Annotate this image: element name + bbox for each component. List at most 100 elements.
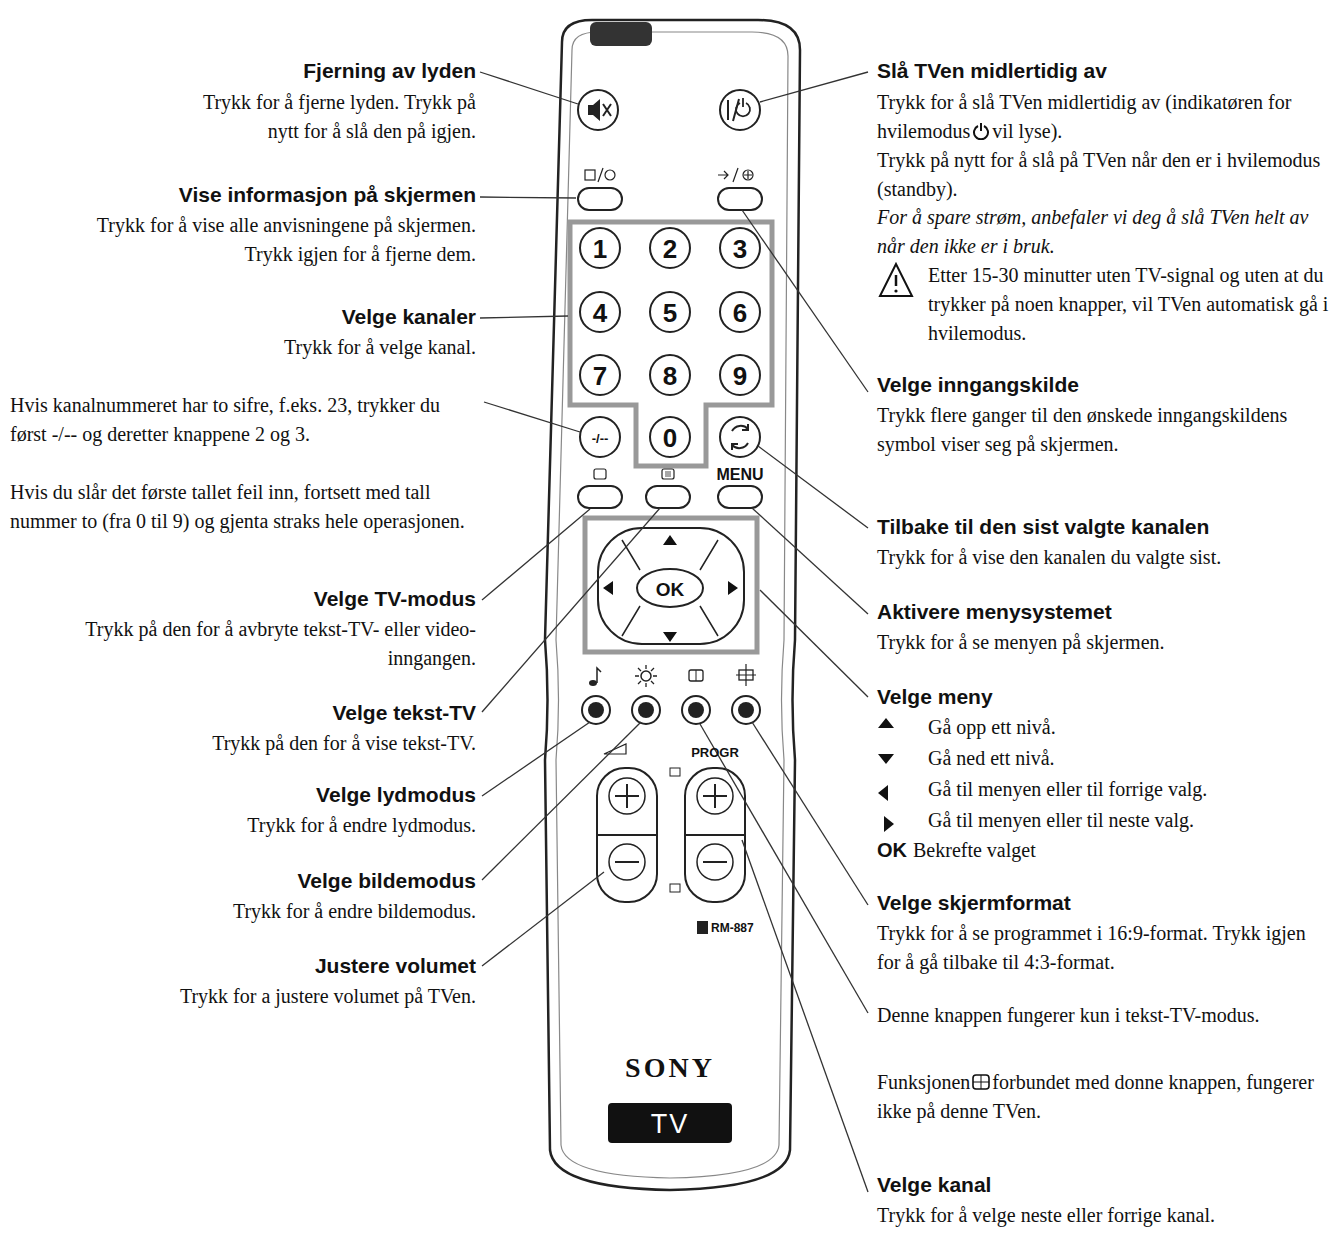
remote-part — [598, 528, 744, 644]
remote-stroke — [482, 722, 590, 796]
button-digit: 0 — [663, 425, 677, 451]
button-digit: 8 — [663, 363, 677, 389]
callout-block: Trykk for å endre lydmodus. — [116, 811, 476, 840]
callout-text: Trykk på den for å vise tekst-TV. — [212, 732, 476, 754]
remote-part — [582, 696, 610, 724]
callout-block: Velge kanal — [877, 1172, 1333, 1198]
callout-text: Trykk for å se programmet i 16:9-format.… — [877, 922, 1306, 973]
ir-window — [590, 22, 652, 46]
remote-part — [594, 469, 606, 479]
remote-part — [697, 844, 733, 880]
callout-block: Trykk for å se programmet i 16:9-format.… — [877, 919, 1327, 977]
remote-part — [585, 518, 757, 652]
remote-part — [650, 417, 690, 457]
callout-heading: Slå TVen midlertidig av — [877, 59, 1107, 82]
callout-block: Vise informasjon på skjermen — [6, 182, 476, 208]
callout-block: Velge inngangskilde — [877, 372, 1333, 398]
remote-stroke — [570, 222, 772, 466]
leader-lines — [480, 72, 868, 1192]
warning-text: Etter 15-30 minutter uten TV-signal og u… — [928, 264, 1328, 344]
remote-stroke — [484, 402, 580, 432]
button-label: -/-- — [592, 432, 609, 445]
remote-stroke — [878, 718, 894, 832]
button-label: RM-887 — [711, 922, 754, 934]
callout-heading: Velge lydmodus — [316, 783, 476, 806]
icon-stroke — [980, 123, 982, 131]
remote-stroke — [760, 72, 868, 102]
callout-text: Trykk for å velge kanal. — [284, 336, 476, 358]
remote-stroke — [615, 784, 639, 808]
callout-block: Gå ned ett nivå. — [928, 744, 1328, 773]
callout-block: Velge skjermformat — [877, 890, 1333, 916]
remote-part — [720, 90, 760, 130]
callout-text: Trykk for å se menyen på skjermen. — [877, 631, 1165, 653]
remote-part — [605, 170, 615, 180]
callout-heading: Velge meny — [877, 685, 993, 708]
callout-block: Trykk på den for å vise tekst-TV. — [116, 729, 476, 758]
remote-stroke — [880, 264, 912, 296]
callout-block: Velge lydmodus — [6, 782, 476, 808]
remote-part — [670, 768, 680, 776]
callout-block: Gå til menyen eller til forrige valg. — [928, 775, 1328, 804]
remote-stroke — [760, 590, 868, 697]
remote-stroke — [742, 210, 868, 392]
remote-stroke — [604, 744, 626, 754]
callout-block: Trykk for å vise alle anvisningene på sk… — [56, 211, 476, 269]
remote-part — [608, 1103, 732, 1143]
callout-text: Trykk for å endre bildemodus. — [233, 900, 476, 922]
callout-text: Funksjonen — [877, 1071, 970, 1093]
callout-heading: Velge TV-modus — [314, 587, 476, 610]
callout-block: Velge tekst-TV — [6, 700, 476, 726]
menu-item: Gå til menyen eller til forrige valg. — [928, 778, 1207, 800]
remote-part — [638, 702, 654, 718]
remote-part — [641, 671, 651, 681]
remote-stroke — [588, 99, 600, 121]
callout-block: Trykk for å endre bildemodus. — [116, 897, 476, 926]
callout-heading: Velge inngangskilde — [877, 373, 1079, 396]
callout-heading: Tilbake til den sist valgte kanalen — [877, 515, 1209, 538]
remote-stroke — [742, 98, 744, 107]
button-digit: 7 — [593, 363, 607, 389]
standby-icon — [972, 122, 990, 140]
callout-heading: Velge kanaler — [342, 305, 476, 328]
menu-item: OK — [877, 839, 907, 861]
callout-block: Etter 15-30 minutter uten TV-signal og u… — [928, 261, 1336, 348]
remote-part — [637, 569, 703, 607]
remote-stroke — [665, 472, 671, 476]
remote-stroke — [733, 168, 738, 182]
callout-text: Trykk for å vise den kanalen du valgte s… — [877, 546, 1221, 568]
remote-stroke — [685, 834, 745, 836]
callout-text: Trykk på den for å avbryte tekst-TV- ell… — [85, 618, 476, 669]
remote-stroke — [752, 722, 868, 905]
remote-part — [689, 670, 703, 681]
remote-stroke — [752, 508, 868, 614]
remote-stroke — [480, 197, 576, 198]
callout-text: Trykk for å velge neste eller forrige ka… — [877, 1204, 1215, 1226]
callout-block: Trykk for å se menyen på skjermen. — [877, 628, 1333, 657]
remote-stroke — [635, 665, 657, 687]
remote-part — [580, 355, 620, 395]
button-digit: 2 — [663, 236, 677, 262]
remote-part — [646, 486, 690, 508]
button-digit: 1 — [593, 236, 607, 262]
remote-part — [682, 696, 710, 724]
callout-block: Trykk flere ganger til den ønskede innga… — [877, 401, 1317, 459]
remote-part — [718, 188, 762, 210]
remote-stroke — [482, 508, 660, 712]
remote-part — [578, 90, 618, 130]
button-digit: 4 — [593, 300, 607, 326]
remote-part — [688, 702, 704, 718]
remote-part — [718, 486, 762, 508]
button-label: TV — [651, 1111, 690, 1138]
callout-block: For å spare strøm, anbefaler vi deg å sl… — [877, 203, 1327, 261]
button-label: MENU — [716, 467, 763, 483]
remote-part — [545, 20, 800, 1190]
button-digit: 5 — [663, 300, 677, 326]
remote-part — [580, 228, 760, 457]
callout-block: Trykk for å velge kanal. — [176, 333, 476, 362]
button-label: PROGR — [691, 746, 739, 759]
icon-stroke — [973, 1075, 989, 1089]
button-digit: 3 — [733, 236, 747, 262]
remote-part — [662, 469, 674, 479]
remote-part — [588, 702, 604, 718]
